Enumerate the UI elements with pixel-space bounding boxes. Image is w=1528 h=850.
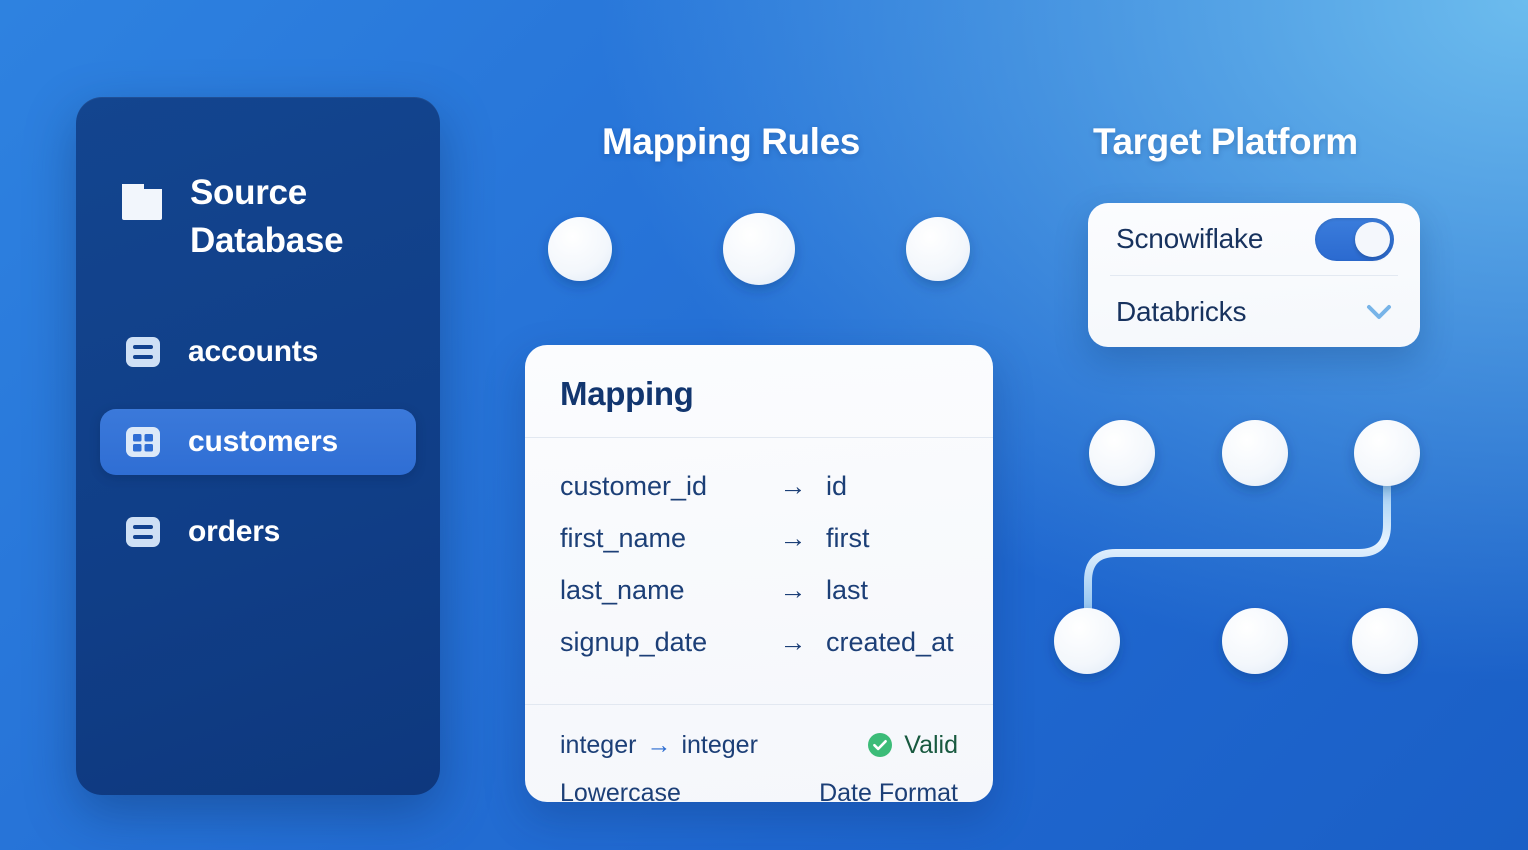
toggle-knob xyxy=(1355,221,1390,257)
sidebar-header: Source Database xyxy=(118,169,344,266)
mapping-card: Mapping customer_id → id first_name → fi… xyxy=(525,345,993,802)
table-list-icon xyxy=(126,517,160,547)
arrow-right-icon: → xyxy=(779,574,807,605)
target-graph-edges xyxy=(1084,449,1391,645)
table-grid-icon xyxy=(126,427,160,457)
target-platform-label: Databricks xyxy=(1116,296,1247,327)
graph-node[interactable] xyxy=(906,217,970,281)
arrow-right-icon: → xyxy=(646,730,672,759)
sidebar-table-list: accounts customers orders xyxy=(100,319,416,589)
mapping-row[interactable]: customer_id → id xyxy=(525,460,993,512)
mapping-source-field: customer_id xyxy=(560,470,708,501)
graph-node[interactable] xyxy=(1222,608,1288,674)
snowflake-toggle[interactable] xyxy=(1315,217,1394,261)
card-divider-top xyxy=(525,437,993,438)
transform-label: Lowercase xyxy=(560,778,681,803)
type-target: integer xyxy=(681,730,758,759)
sidebar-item-orders[interactable]: orders xyxy=(100,499,416,565)
type-source: integer xyxy=(560,730,637,759)
target-platform-card: Scnowiflake Databricks xyxy=(1088,203,1420,347)
sidebar-item-customers[interactable]: customers xyxy=(100,409,416,475)
chevron-down-icon[interactable] xyxy=(1364,303,1394,321)
status-badge: Valid xyxy=(867,731,958,760)
target-row-snowflake[interactable]: Scnowiflake xyxy=(1088,203,1420,275)
graph-node[interactable] xyxy=(1089,420,1155,486)
sidebar-item-label: orders xyxy=(188,515,281,548)
table-list-icon xyxy=(126,337,160,367)
graph-node[interactable] xyxy=(1222,420,1288,486)
page-title: Source Database xyxy=(190,169,344,266)
graph-node[interactable] xyxy=(1354,420,1420,486)
sidebar-item-label: customers xyxy=(188,425,338,458)
source-database-panel: Source Database accounts customers xyxy=(76,97,440,795)
mapping-target-field: first xyxy=(826,522,870,553)
mapping-card-title: Mapping xyxy=(560,375,694,412)
arrow-right-icon: → xyxy=(779,470,807,501)
target-card-divider xyxy=(1110,275,1398,276)
mapping-rules-edges xyxy=(602,245,916,354)
mapping-source-field: first_name xyxy=(560,522,687,553)
check-circle-icon xyxy=(868,733,893,757)
graph-node[interactable] xyxy=(1352,608,1418,674)
format-label: Date Format xyxy=(819,778,958,803)
mapping-target-field: id xyxy=(826,470,848,501)
mapping-rows: customer_id → id first_name → first last… xyxy=(525,438,993,680)
graph-node[interactable] xyxy=(1054,608,1120,674)
footer-row-type: integer → integer Valid xyxy=(560,721,958,769)
target-platform-label: Scnowiflake xyxy=(1116,223,1264,254)
status-label: Valid xyxy=(904,730,958,759)
mapping-target-field: created_at xyxy=(826,626,954,657)
mapping-row[interactable]: first_name → first xyxy=(525,512,993,564)
mapping-rules-nodes[interactable] xyxy=(548,213,970,285)
target-row-databricks[interactable]: Databricks xyxy=(1088,276,1420,347)
mapping-card-footer: integer → integer Valid Lowercase Date F… xyxy=(525,705,993,803)
arrow-right-icon: → xyxy=(779,626,807,657)
graph-node[interactable] xyxy=(548,217,612,281)
target-graph-nodes[interactable] xyxy=(1054,420,1420,674)
folder-icon xyxy=(122,184,162,220)
card-divider-bottom xyxy=(525,704,993,705)
sidebar-title-line2: Database xyxy=(190,221,344,261)
mapping-source-field: last_name xyxy=(560,574,685,605)
arrow-right-icon: → xyxy=(779,522,807,553)
target-platform-title: Target Platform xyxy=(1093,121,1358,162)
footer-row-transform: Lowercase Date Format xyxy=(560,769,958,803)
sidebar-title-line1: Source xyxy=(190,173,307,212)
mapping-row[interactable]: last_name → last xyxy=(525,564,993,616)
sidebar-item-accounts[interactable]: accounts xyxy=(100,319,416,385)
mapping-row[interactable]: signup_date → created_at xyxy=(525,616,993,668)
mapping-source-field: signup_date xyxy=(560,626,708,657)
graph-node[interactable] xyxy=(723,213,795,285)
type-mapping: integer → integer xyxy=(560,731,758,760)
mapping-rules-title: Mapping Rules xyxy=(602,121,860,162)
mapping-target-field: last xyxy=(826,574,869,605)
sidebar-item-label: accounts xyxy=(188,335,319,368)
